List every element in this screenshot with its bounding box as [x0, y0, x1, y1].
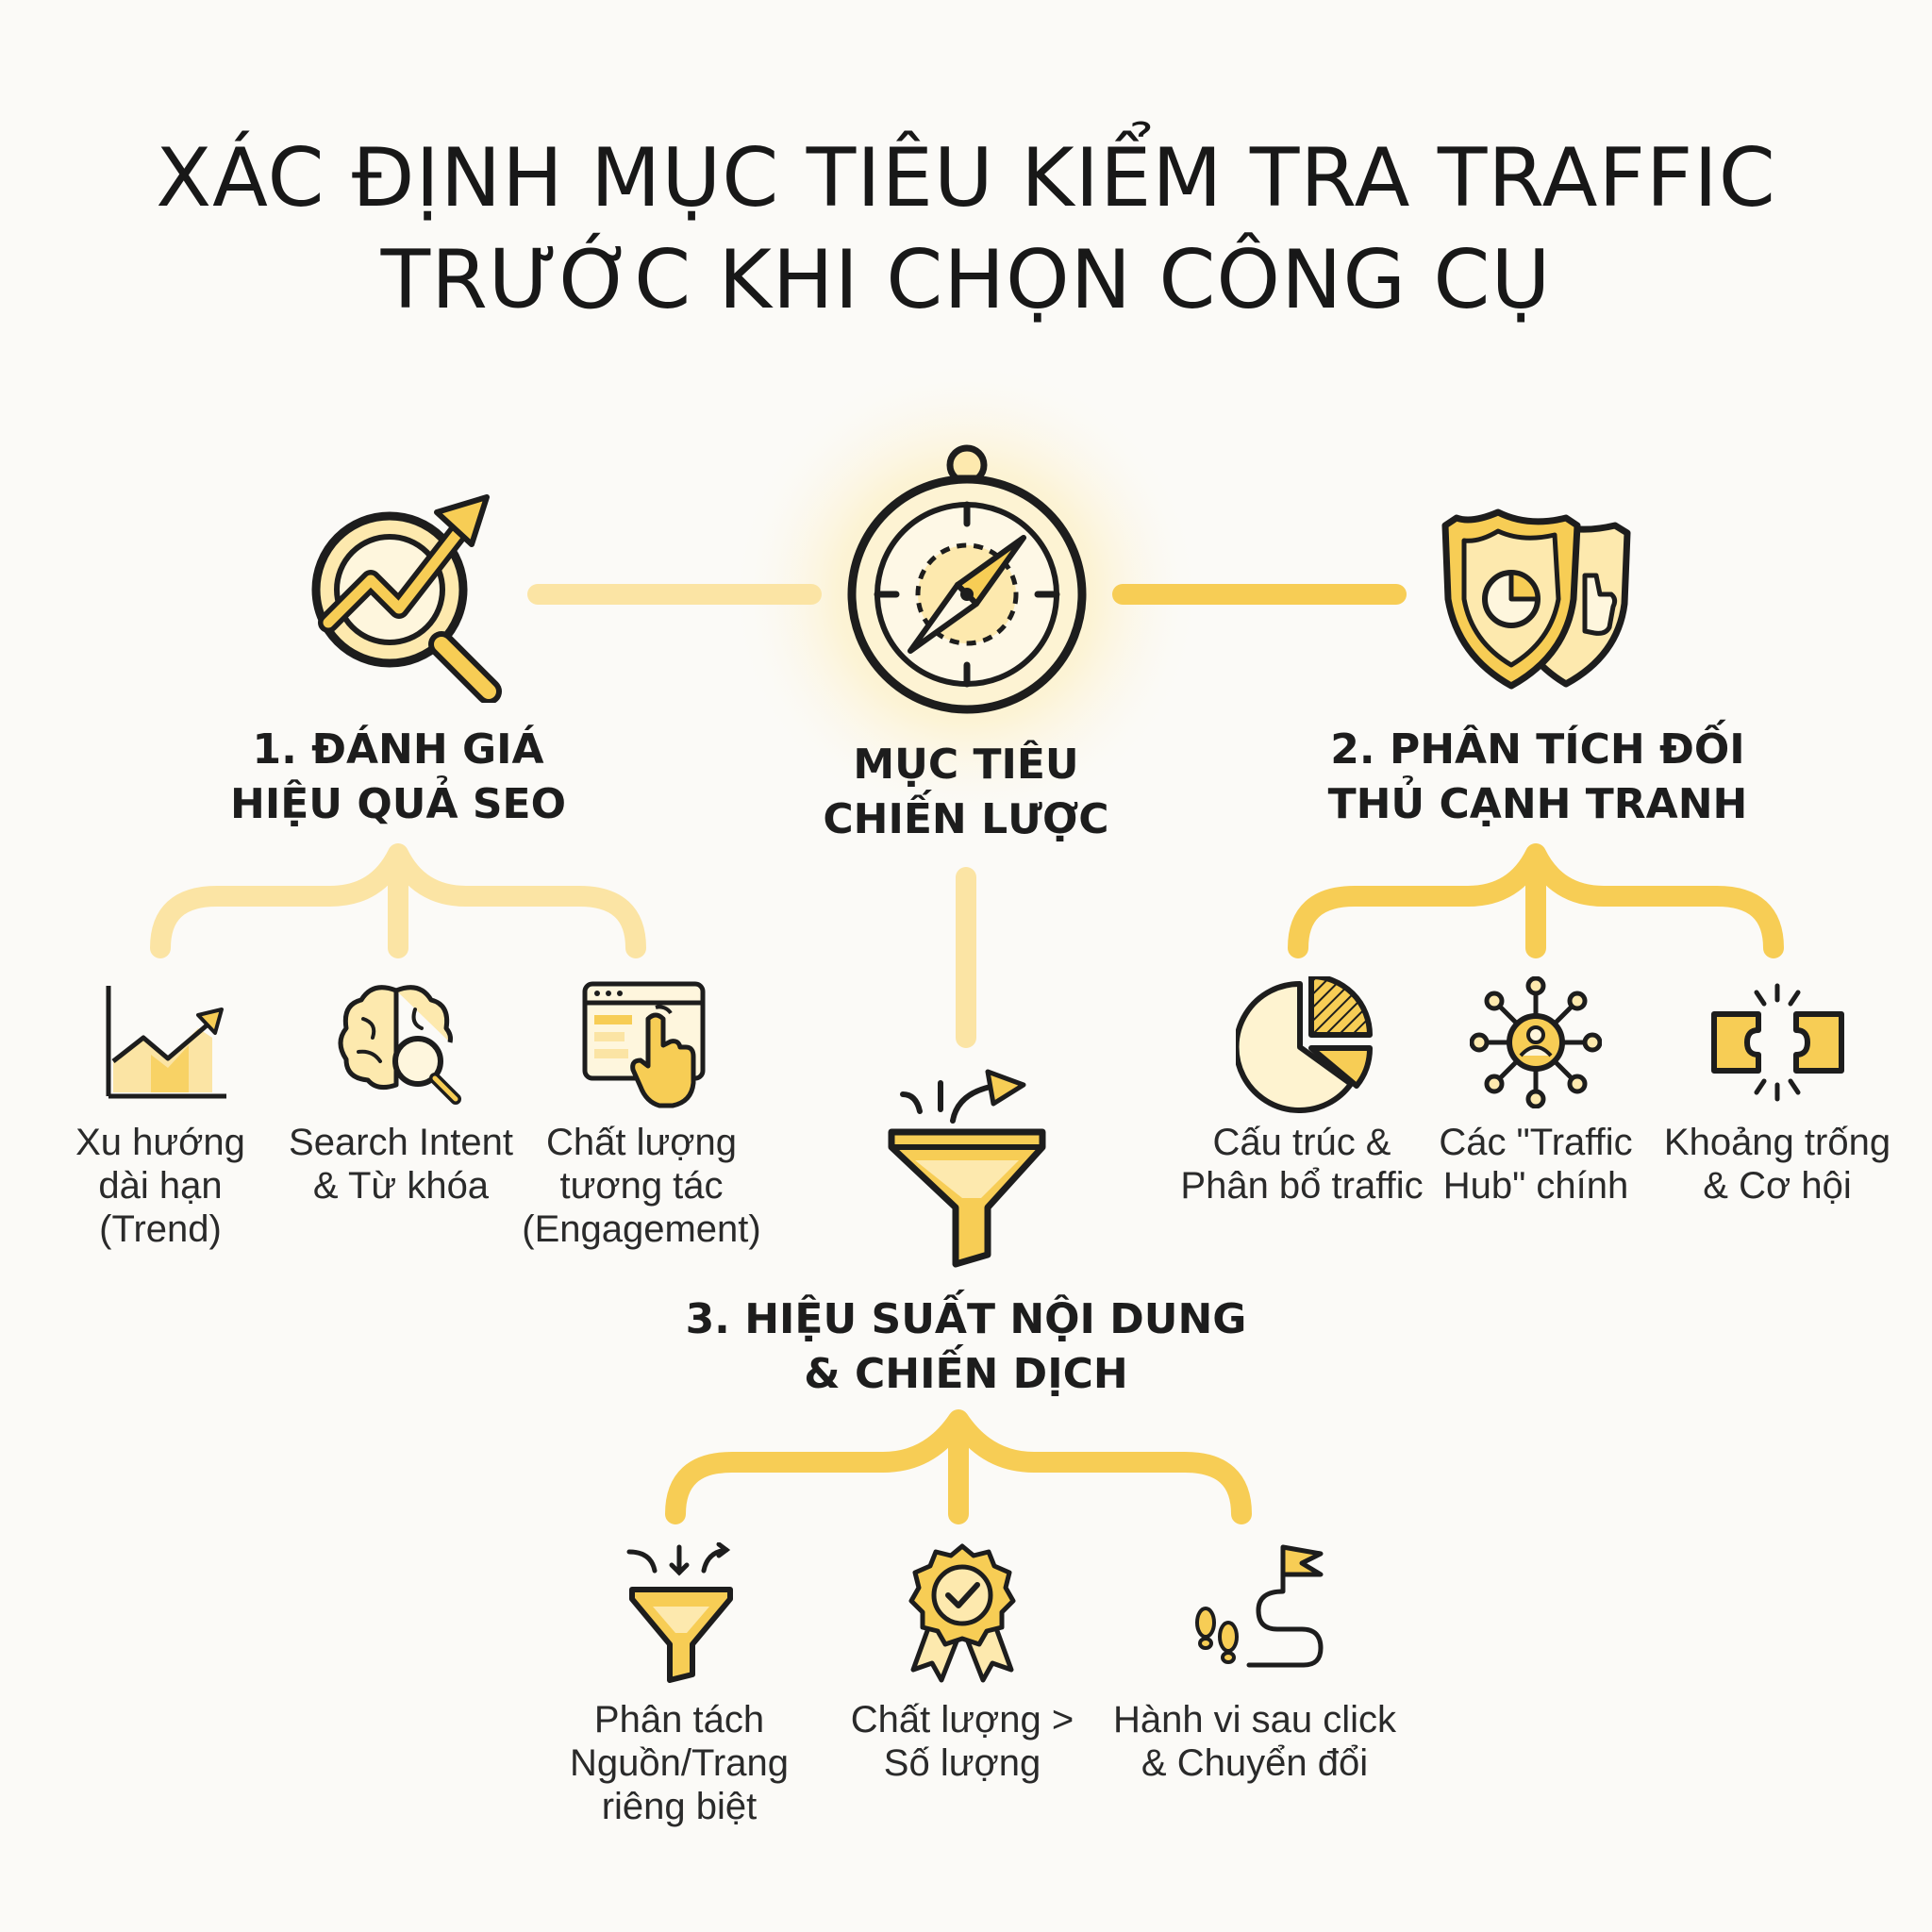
- competitor-item-1-label: Cấu trúc & Phân bổ traffic: [1180, 1122, 1424, 1207]
- content-item-2-label: Chất lượng > Số lượng: [850, 1699, 1074, 1784]
- trend-chart-icon: [106, 986, 226, 1099]
- click-browser-icon: [582, 981, 706, 1108]
- content-title-line-2: & CHIẾN DỊCH: [804, 1350, 1128, 1398]
- quality-badge-icon: [908, 1543, 1016, 1683]
- competitor-title-line-2: THỦ CẠNH TRANH: [1327, 780, 1748, 828]
- page-title-line-2: TRƯỚC KHI CHỌN CÔNG CỤ: [380, 233, 1552, 327]
- seo-item-3-label: Chất lượng tương tác (Engagement): [522, 1122, 761, 1250]
- brace-competitor: [1288, 843, 1784, 958]
- shields-icon: [1441, 508, 1631, 690]
- compass-icon: [847, 444, 1087, 714]
- content-item-1-label: Phân tách Nguồn/Trang riêng biệt: [570, 1699, 789, 1827]
- page-title: XÁC ĐỊNH MỤC TIÊU KIỂM TRA TRAFFIC TRƯỚC…: [0, 127, 1932, 331]
- pie-chart-icon: [1236, 976, 1374, 1113]
- brain-search-icon: [338, 985, 461, 1105]
- seo-title-line-2: HIỆU QUẢ SEO: [230, 780, 566, 828]
- magnifier-growth-icon: [311, 494, 502, 703]
- competitor-title-line-1: 2. PHÂN TÍCH ĐỐI: [1330, 725, 1745, 774]
- seo-title: 1. ĐÁNH GIÁ HIỆU QUẢ SEO: [209, 723, 587, 832]
- seo-item-1-label: Xu hướng dài hạn (Trend): [75, 1122, 245, 1250]
- puzzle-gap-icon: [1711, 983, 1844, 1102]
- center-title-line-2: CHIẾN LƯỢC: [823, 795, 1109, 843]
- seo-item-2-label: Search Intent & Từ khóa: [289, 1122, 513, 1207]
- competitor-item-3-label: Khoảng trống & Cơ hội: [1663, 1122, 1891, 1207]
- content-title: 3. HIỆU SUẤT NỘI DUNG & CHIẾN DỊCH: [683, 1292, 1249, 1402]
- page-title-line-1: XÁC ĐỊNH MỤC TIÊU KIỂM TRA TRAFFIC: [156, 131, 1776, 225]
- split-funnel-icon: [626, 1542, 733, 1683]
- brace-content: [665, 1409, 1252, 1524]
- journey-path-icon: [1195, 1544, 1324, 1668]
- center-title: MỤC TIÊU CHIẾN LƯỢC: [777, 738, 1155, 847]
- funnel-arrow-icon: [888, 1069, 1046, 1268]
- competitor-title: 2. PHÂN TÍCH ĐỐI THỦ CẠNH TRANH: [1302, 723, 1774, 832]
- content-item-3-label: Hành vi sau click & Chuyển đổi: [1112, 1699, 1397, 1784]
- center-title-line-1: MỤC TIÊU: [853, 741, 1079, 789]
- seo-title-line-1: 1. ĐÁNH GIÁ: [252, 725, 544, 774]
- competitor-item-2-label: Các "Traffic Hub" chính: [1439, 1122, 1633, 1207]
- content-title-line-1: 3. HIỆU SUẤT NỘI DUNG: [685, 1295, 1247, 1343]
- hub-network-icon: [1470, 976, 1602, 1108]
- brace-seo: [150, 843, 646, 958]
